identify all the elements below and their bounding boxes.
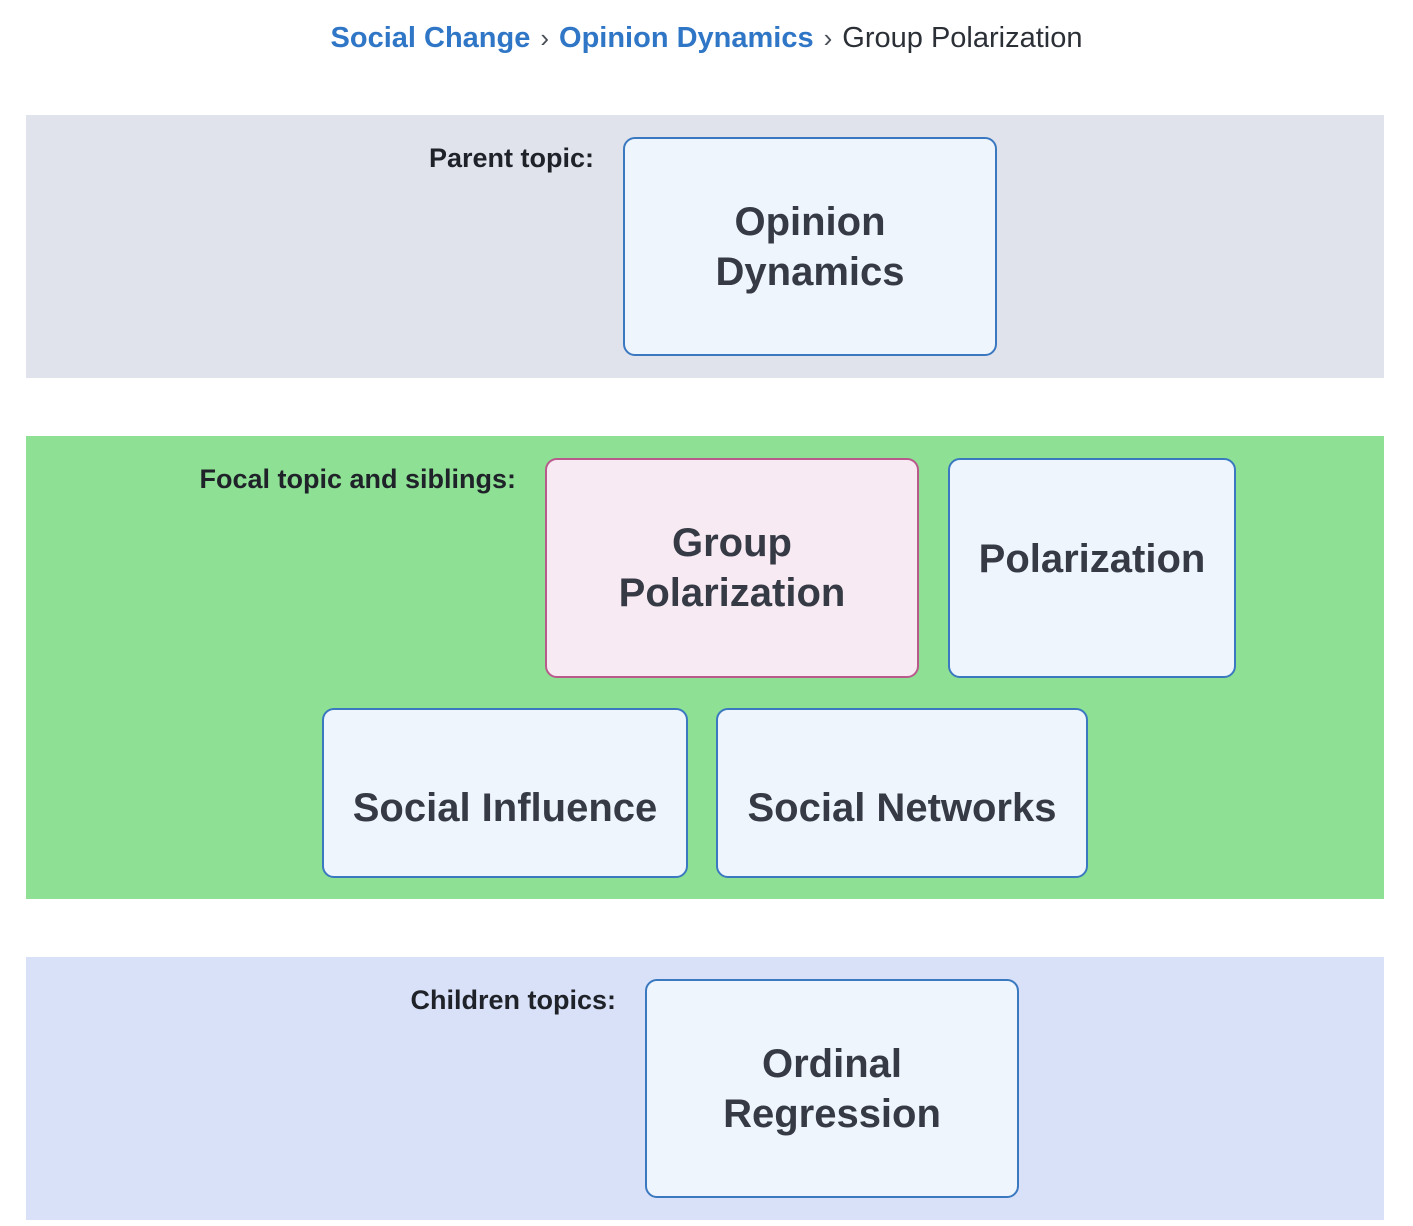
breadcrumb-separator: ›	[823, 23, 833, 53]
topic-node-label: Social Networks	[747, 786, 1057, 830]
topic-node-label: Polarization	[978, 537, 1206, 581]
topic-node-social-networks[interactable]: Social Networks	[716, 708, 1088, 878]
topic-node-social-influence[interactable]: Social Influence	[322, 708, 688, 878]
breadcrumb-link-opinion-dynamics[interactable]: Opinion Dynamics	[559, 22, 814, 54]
breadcrumb-current: Group Polarization	[842, 22, 1083, 54]
topic-node-polarization[interactable]: Polarization	[948, 458, 1236, 678]
topic-node-ordinal-regression[interactable]: Ordinal Regression	[645, 979, 1019, 1198]
topic-node-opinion-dynamics[interactable]: Opinion Dynamics	[623, 137, 997, 356]
topic-node-label: Social Influence	[352, 786, 658, 830]
focal-topic-label: Focal topic and siblings:	[199, 464, 516, 494]
topic-node-label: Group Polarization	[618, 521, 846, 615]
topic-node-label: Opinion Dynamics	[715, 199, 905, 294]
topic-node-group-polarization[interactable]: Group Polarization	[545, 458, 919, 678]
topic-node-label: Ordinal Regression	[723, 1041, 941, 1136]
breadcrumb: Social Change › Opinion Dynamics › Group Pol…	[0, 18, 1413, 58]
children-topics-label: Children topics:	[410, 985, 616, 1015]
breadcrumb-link-social-change[interactable]: Social Change	[330, 22, 531, 54]
parent-topic-label: Parent topic:	[428, 143, 594, 173]
breadcrumb-separator: ›	[540, 23, 550, 53]
